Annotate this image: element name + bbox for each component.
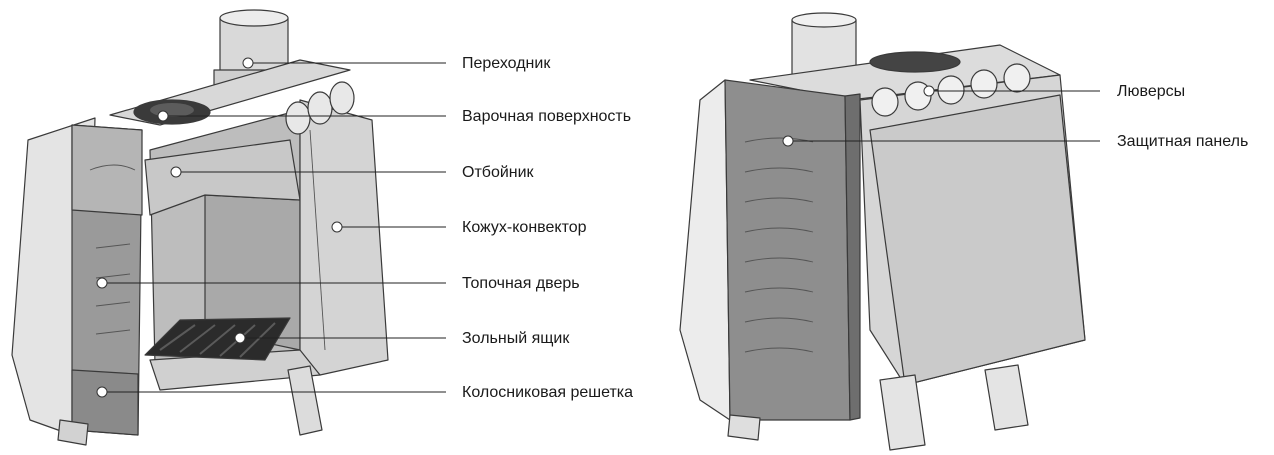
label-ash-drawer: Зольный ящик xyxy=(462,330,570,347)
callout-baffle: Отбойник xyxy=(170,164,535,181)
stove-assembled-illustration xyxy=(679,12,1086,451)
label-convector-casing: Кожух-конвектор xyxy=(462,219,587,236)
callout-grate: Колосниковая решетка xyxy=(96,384,633,401)
callout-ash-drawer: Зольный ящик xyxy=(234,330,570,347)
callout-grommets: Люверсы xyxy=(923,83,1185,100)
callout-cooking-surface: Варочная поверхность xyxy=(157,108,631,125)
label-baffle: Отбойник xyxy=(462,164,535,181)
label-cooking-surface: Варочная поверхность xyxy=(462,108,631,125)
label-protective-panel: Защитная панель xyxy=(1117,133,1248,150)
label-grate: Колосниковая решетка xyxy=(462,384,633,401)
label-firebox-door: Топочная дверь xyxy=(462,275,580,292)
stove-cutaway-illustration xyxy=(11,9,389,446)
callout-firebox-door: Топочная дверь xyxy=(96,275,580,292)
callout-protective-panel: Защитная панель xyxy=(782,133,1248,150)
label-adapter: Переходник xyxy=(462,55,551,72)
label-grommets: Люверсы xyxy=(1117,83,1185,100)
callout-convector-casing: Кожух-конвектор xyxy=(331,219,587,236)
callout-adapter: Переходник xyxy=(242,55,551,72)
